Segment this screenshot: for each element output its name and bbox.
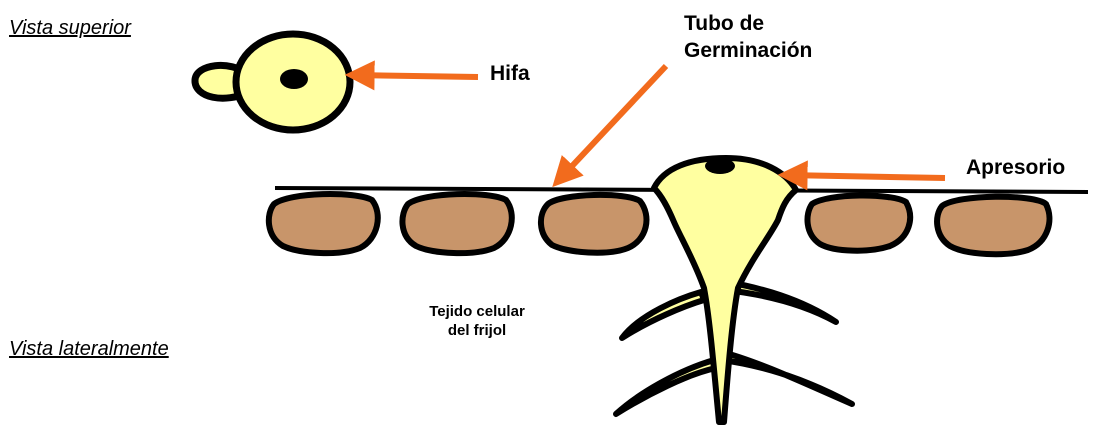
germ-tube-label-line2: Germinación: [684, 37, 812, 64]
germ-tube-arrow: [558, 66, 666, 181]
side-view-label: Vista lateralmente: [9, 338, 169, 361]
branch-right-lower: [722, 352, 852, 404]
plant-cells: [269, 194, 1050, 254]
plant-cell: [541, 195, 647, 253]
germ-tube-label: Tubo de Germinación: [684, 10, 812, 64]
tissue-label: Tejido celular del frijol: [412, 302, 542, 340]
spore-top-view: [195, 34, 350, 130]
tissue-label-line1: Tejido celular: [412, 302, 542, 321]
plant-cell: [937, 197, 1049, 254]
appressorium-arrow: [786, 175, 945, 178]
appressorium-label: Apresorio: [966, 154, 1065, 181]
tissue-label-line2: del frijol: [412, 321, 542, 340]
plant-cell: [807, 195, 910, 250]
branch-right-upper: [726, 282, 836, 322]
appressorium-nucleus: [705, 158, 735, 174]
pointer-arrows: [353, 66, 945, 181]
spore-nucleus: [280, 69, 308, 89]
hypha-arrow: [353, 75, 478, 77]
hypha-label: Hifa: [490, 60, 530, 87]
branch-left-upper: [622, 292, 704, 338]
top-view-label: Vista superior: [9, 17, 131, 40]
branch-left-lower: [616, 360, 716, 414]
plant-cell: [402, 194, 511, 253]
germ-tube-label-line1: Tubo de: [684, 10, 812, 37]
appressorium-structure: [616, 158, 852, 422]
plant-cell: [269, 194, 378, 253]
